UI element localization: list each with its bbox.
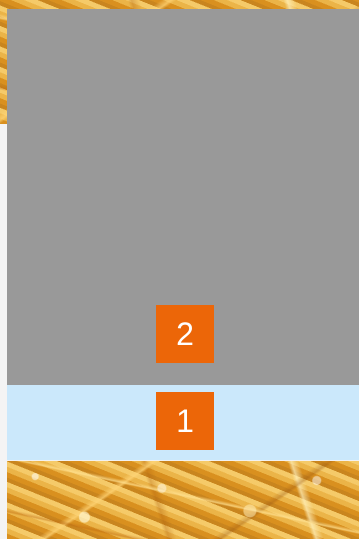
orange-block-lower: 1 — [156, 392, 214, 450]
orange-block-upper: 2 — [156, 305, 214, 363]
left-side-margin — [0, 124, 7, 539]
straw-texture-bottom — [7, 461, 359, 539]
